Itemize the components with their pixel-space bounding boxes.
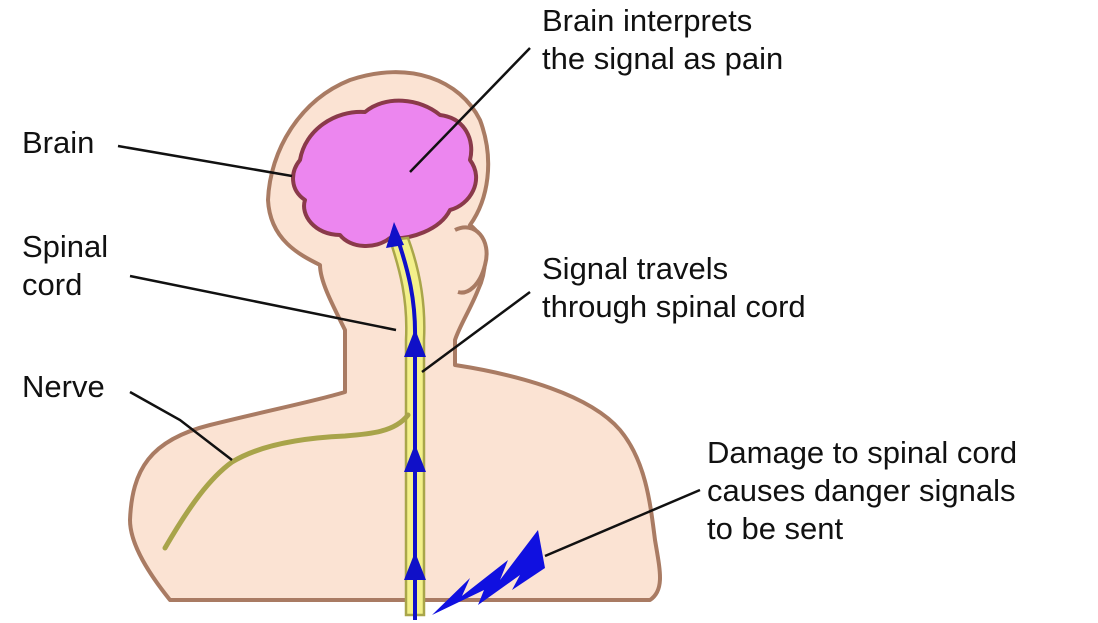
nerve-label: Nerve: [22, 368, 105, 406]
brain-interprets-line-1: Brain interprets: [542, 2, 783, 40]
signal-travels-line-2: through spinal cord: [542, 288, 806, 326]
damage-label: Damage to spinal cord causes danger sign…: [707, 434, 1017, 548]
brain-interprets-line-2: the signal as pain: [542, 40, 783, 78]
damage-line-3: to be sent: [707, 510, 1017, 548]
brain-label-text: Brain: [22, 124, 94, 162]
spinal-cord-label: Spinal cord: [22, 228, 108, 304]
damage-line-1: Damage to spinal cord: [707, 434, 1017, 472]
signal-travels-label: Signal travels through spinal cord: [542, 250, 806, 326]
spinal-cord-label-line-2: cord: [22, 266, 108, 304]
damage-line-2: causes danger signals: [707, 472, 1017, 510]
brain-label: Brain: [22, 124, 94, 162]
brain-interprets-label: Brain interprets the signal as pain: [542, 2, 783, 78]
leader-line-brain: [118, 146, 292, 176]
nerve-label-text: Nerve: [22, 368, 105, 406]
signal-travels-line-1: Signal travels: [542, 250, 806, 288]
spinal-cord-label-line-1: Spinal: [22, 228, 108, 266]
